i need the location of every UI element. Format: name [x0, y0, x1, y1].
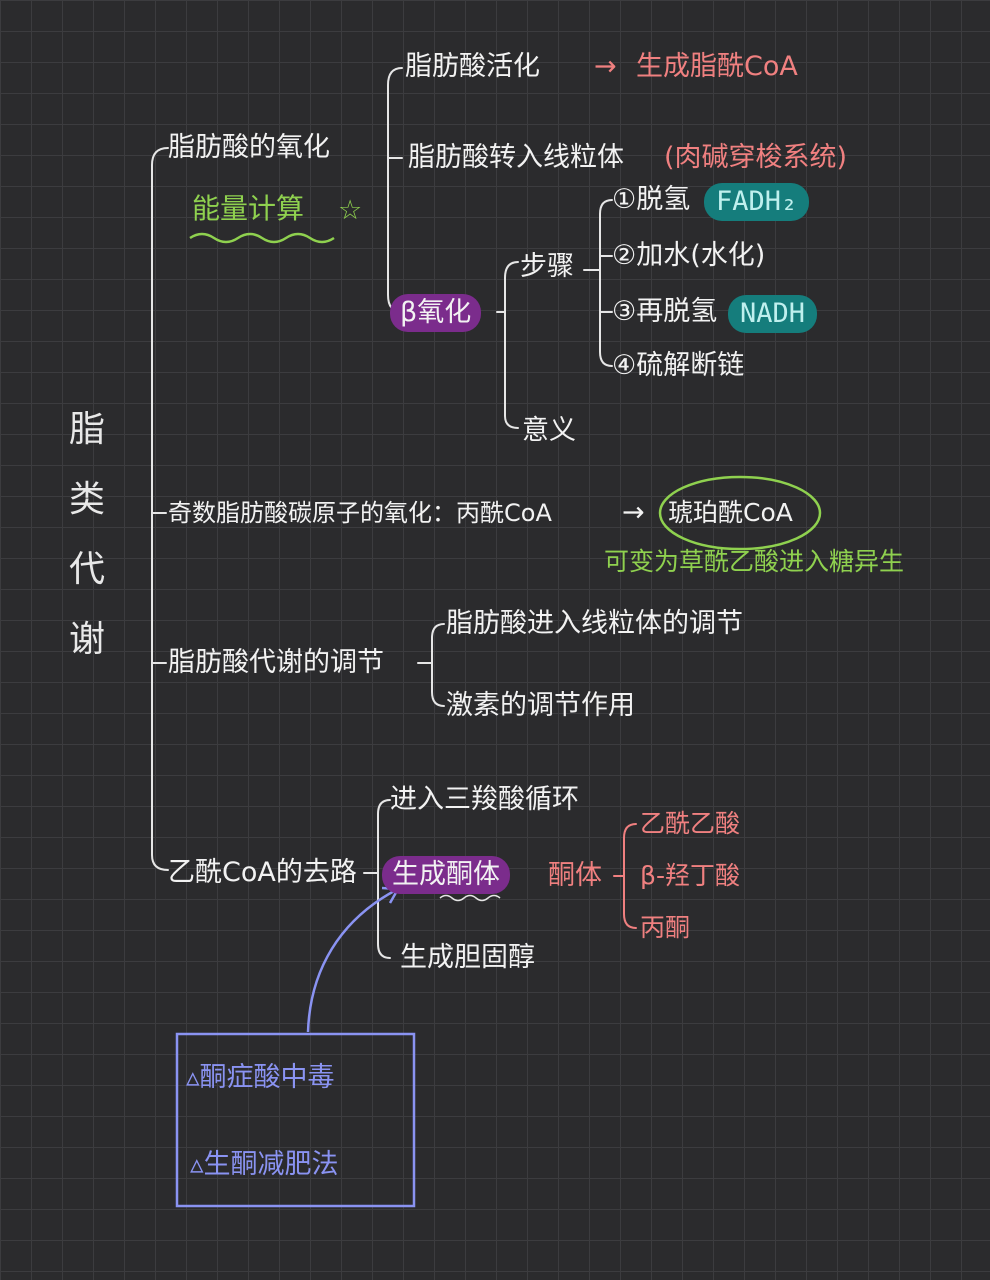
odd-chain-arrow: →	[622, 497, 645, 528]
energy-calc-note: 能量计算	[192, 192, 305, 225]
acetyl-item-ketone: 生成酮体	[382, 856, 510, 894]
odd-chain-label: 奇数脂肪酸碳原子的氧化：丙酰CoA	[168, 499, 552, 527]
ketone-body-label: 酮体	[548, 860, 602, 891]
activation-result: 生成脂酰CoA	[636, 51, 798, 82]
ketone-acetone: 丙酮	[640, 913, 691, 942]
steps-label: 步骤	[520, 251, 574, 282]
succinyl-coa: 琥珀酰CoA	[668, 498, 793, 527]
activation-label: 脂肪酸活化	[405, 51, 540, 82]
fadh2-tag: FADH₂	[704, 183, 810, 221]
step-1-label: ①脱氢	[612, 184, 691, 215]
regulation-label: 脂肪酸代谢的调节	[168, 647, 384, 678]
nadh-tag: NADH	[728, 295, 818, 333]
oxidation-label: 脂肪酸的氧化	[168, 132, 330, 163]
transport-label: 脂肪酸转入线粒体	[408, 142, 624, 173]
regulation-item-2: 激素的调节作用	[446, 690, 635, 721]
acetyl-item-tca: 进入三羧酸循环	[390, 784, 579, 815]
meaning-label: 意义	[522, 415, 576, 446]
star-icon: ☆	[338, 195, 363, 226]
callout-keto-diet: ▵生酮减肥法	[190, 1149, 339, 1180]
beta-oxidation-pill: β氧化	[390, 294, 482, 332]
activation-arrow: →	[594, 51, 617, 82]
transport-note: (肉碱穿梭系统)	[664, 142, 848, 173]
step-4-label: ④硫解断链	[612, 350, 745, 381]
ketone-hydroxybutyrate: β-羟丁酸	[640, 861, 740, 890]
callout-ketoacidosis: ▵酮症酸中毒	[186, 1062, 335, 1093]
regulation-item-1: 脂肪酸进入线粒体的调节	[446, 608, 743, 639]
acetyl-item-cholesterol: 生成胆固醇	[400, 942, 535, 973]
ketone-acetoacetate: 乙酰乙酸	[640, 809, 741, 838]
step-2-label: ②加水(水化)	[612, 240, 766, 271]
gluconeogenesis-note: 可变为草酰乙酸进入糖异生	[604, 547, 905, 576]
root-title: 脂类代谢	[68, 409, 105, 660]
step-3-label: ③再脱氢	[612, 296, 718, 327]
acetyl-coa-label: 乙酰CoA的去路	[168, 857, 357, 888]
